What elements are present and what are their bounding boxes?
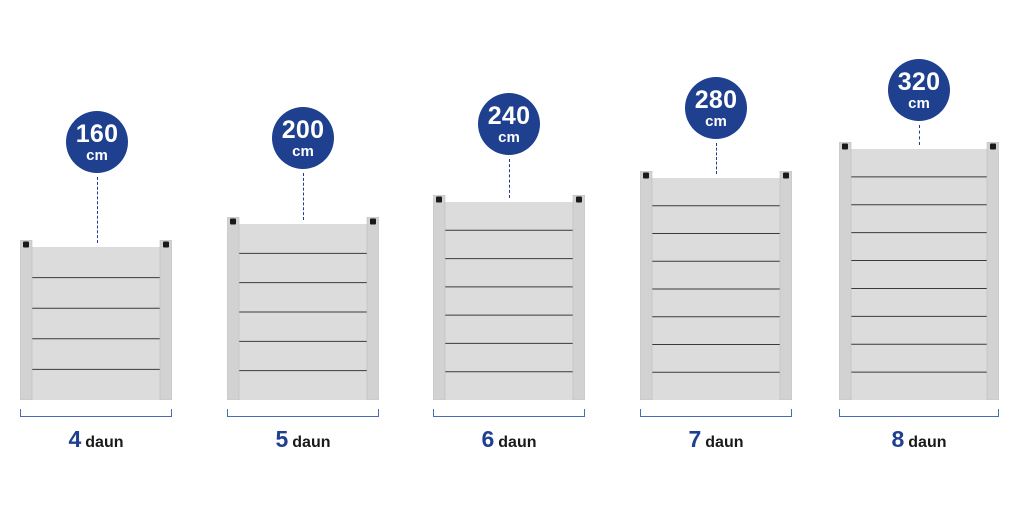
- fence-post-right: [366, 217, 379, 400]
- post-cap: [370, 218, 376, 225]
- fence-post-left: [227, 217, 240, 400]
- height-unit: cm: [86, 146, 108, 164]
- post-cap: [23, 241, 29, 248]
- height-value: 320: [897, 67, 941, 96]
- width-bracket: [20, 409, 172, 417]
- fence-post-right: [159, 240, 172, 400]
- height-unit: cm: [705, 112, 727, 130]
- panel-count-value: 8: [891, 426, 905, 452]
- panel-count-value: 5: [275, 426, 289, 452]
- fence-panel-area: [851, 149, 987, 400]
- height-unit: cm: [908, 94, 930, 112]
- panel-count-value: 7: [688, 426, 702, 452]
- fence-post-left: [20, 240, 33, 400]
- height-badge: 160 cm: [66, 111, 128, 173]
- post-cap: [576, 196, 582, 203]
- height-marker-line: [97, 177, 98, 243]
- post-cap: [990, 143, 996, 150]
- height-unit: cm: [498, 128, 520, 146]
- post-cap: [230, 218, 236, 225]
- height-value: 160: [75, 119, 119, 148]
- height-value: 280: [694, 85, 738, 114]
- panel-count-value: 4: [68, 426, 82, 452]
- height-badge: 200 cm: [272, 107, 334, 169]
- panel-count-value: 6: [481, 426, 495, 452]
- fence-illustration: [20, 240, 172, 400]
- panel-count-unit: daun: [85, 434, 124, 451]
- width-bracket: [839, 409, 999, 417]
- fence-post-right: [986, 142, 999, 400]
- width-bracket: [433, 409, 585, 417]
- panel-count-unit: daun: [292, 434, 331, 451]
- height-badge: 320 cm: [888, 59, 950, 121]
- width-bracket: [227, 409, 379, 417]
- fence-illustration: [640, 171, 792, 400]
- fence-illustration: [839, 142, 999, 400]
- panel-count-unit: daun: [498, 434, 537, 451]
- height-unit: cm: [292, 142, 314, 160]
- height-marker-line: [509, 159, 510, 198]
- post-cap: [163, 241, 169, 248]
- fence-post-right: [572, 195, 585, 400]
- fence-illustration: [227, 217, 379, 400]
- fence-post-left: [640, 171, 653, 400]
- post-cap: [643, 172, 649, 179]
- height-badge: 280 cm: [685, 77, 747, 139]
- fence-post-left: [433, 195, 446, 400]
- height-value: 200: [281, 115, 325, 144]
- post-cap: [842, 143, 848, 150]
- height-badge: 240 cm: [478, 93, 540, 155]
- fence-post-left: [839, 142, 852, 400]
- fence-panel-area: [445, 202, 573, 400]
- fence-panel-area: [32, 247, 160, 400]
- height-marker-line: [716, 143, 717, 174]
- panel-count-unit: daun: [705, 434, 744, 451]
- height-marker-line: [303, 173, 304, 220]
- height-value: 240: [487, 101, 531, 130]
- panel-count-unit: daun: [908, 434, 947, 451]
- fence-post-right: [779, 171, 792, 400]
- fence-illustration: [433, 195, 585, 400]
- width-bracket: [640, 409, 792, 417]
- post-cap: [436, 196, 442, 203]
- post-cap: [783, 172, 789, 179]
- height-marker-line: [919, 125, 920, 145]
